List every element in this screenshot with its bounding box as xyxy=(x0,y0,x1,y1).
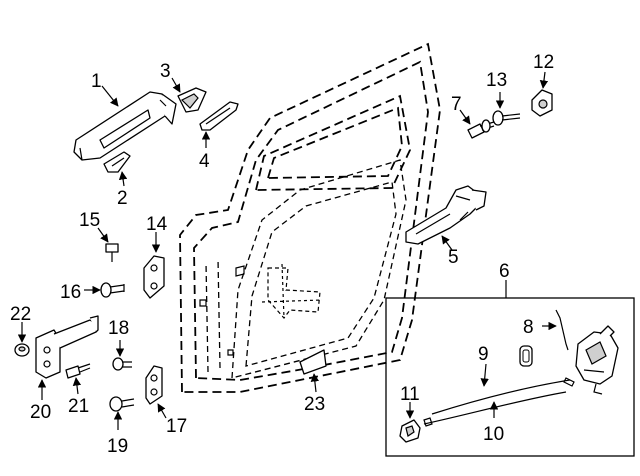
callout-19: 19 xyxy=(107,436,128,457)
part-5-handle-frame xyxy=(405,185,487,245)
part-20-door-check xyxy=(35,315,99,379)
part-19-bolt xyxy=(109,396,135,412)
callout-4: 4 xyxy=(199,151,210,172)
callout-17: 17 xyxy=(166,416,187,437)
callout-23: 23 xyxy=(304,394,325,415)
callout-6: 6 xyxy=(499,261,510,282)
part-21-bolt xyxy=(65,363,91,379)
callout-13: 13 xyxy=(486,70,507,91)
callout-10: 10 xyxy=(483,424,504,445)
callout-11: 11 xyxy=(400,384,420,405)
part-7-bolt xyxy=(467,119,495,139)
callout-2: 2 xyxy=(117,188,128,209)
part-3-handle-cover xyxy=(177,87,207,113)
part-1-outside-handle xyxy=(73,91,177,161)
part-9-cable xyxy=(431,377,575,415)
callout-8: 8 xyxy=(523,317,534,338)
part-15-bolt xyxy=(105,243,119,262)
callout-14: 14 xyxy=(146,214,168,235)
part-22-nut xyxy=(14,343,30,357)
part-2-handle-cap xyxy=(103,151,131,173)
part-14-hinge-plate xyxy=(143,255,165,299)
callout-20: 20 xyxy=(30,402,51,423)
callout-21: 21 xyxy=(68,396,89,417)
part-10-cable xyxy=(423,391,567,427)
door-latch-actuator xyxy=(575,325,619,395)
callout-1: 1 xyxy=(91,71,102,92)
inset-lock-assembly-box xyxy=(385,297,635,457)
part-11-inside-handle xyxy=(399,419,421,443)
callout-16: 16 xyxy=(60,282,81,303)
part-13-screw xyxy=(492,110,521,126)
callout-7: 7 xyxy=(451,94,462,115)
part-8-rod xyxy=(555,309,569,351)
door-shell-outline xyxy=(179,42,441,393)
part-4-handle-gasket xyxy=(199,101,239,131)
part-12-striker xyxy=(531,89,553,117)
callout-22: 22 xyxy=(10,304,31,325)
callout-5: 5 xyxy=(448,247,459,268)
callout-18: 18 xyxy=(108,318,129,339)
part-23-pad xyxy=(299,349,327,375)
callout-15: 15 xyxy=(79,210,100,231)
part-17-lower-hinge xyxy=(145,365,163,405)
callout-3: 3 xyxy=(160,61,171,82)
callout-12: 12 xyxy=(533,52,554,73)
part-18-bolt xyxy=(112,357,132,371)
part-16-bolt xyxy=(100,282,125,298)
callout-9: 9 xyxy=(478,344,489,365)
grommet xyxy=(519,345,533,367)
